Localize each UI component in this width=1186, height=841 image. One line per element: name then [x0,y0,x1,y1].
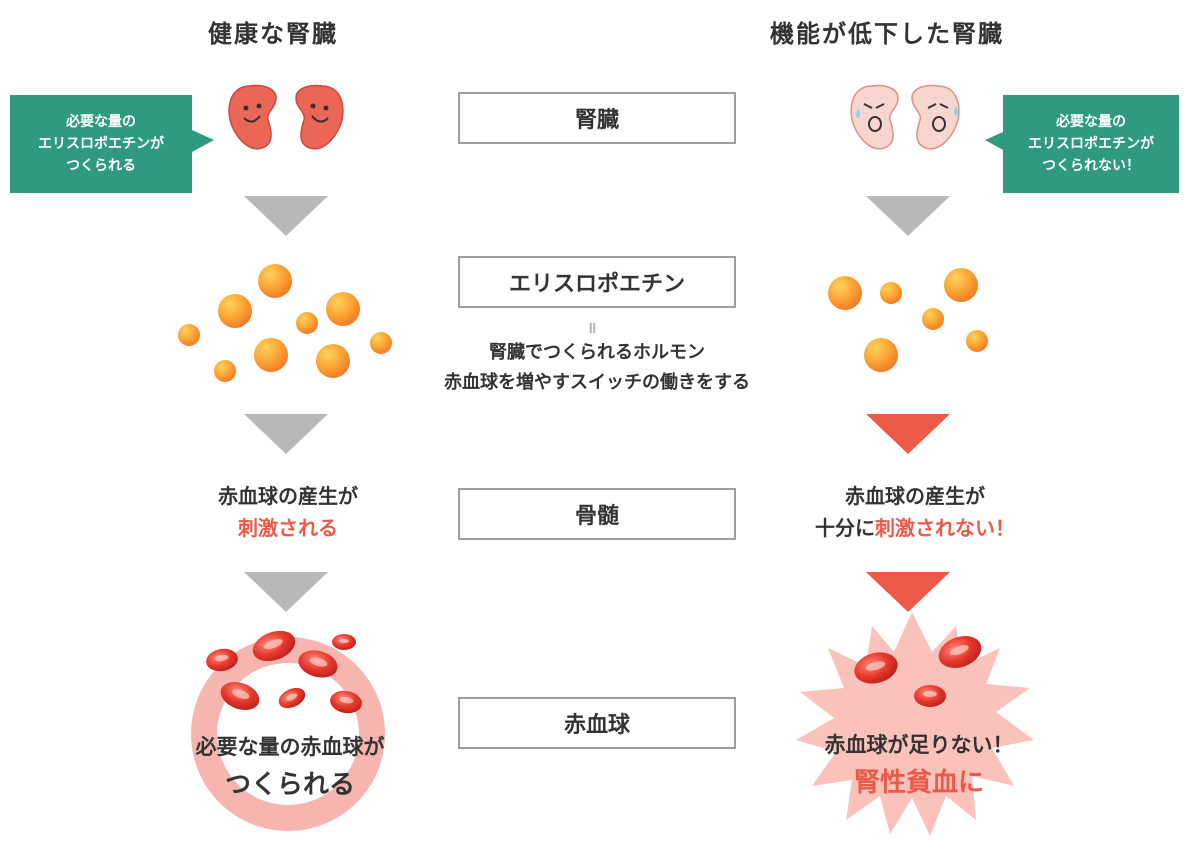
right-callout-pointer [985,132,1003,150]
epo-ball-icon [326,292,360,326]
right-callout-line1: 必要な量の [1056,114,1126,130]
epo-ball-icon [254,338,288,372]
epo-ball-icon [944,268,978,302]
right-result-line1: 赤血球が足りない！ [824,733,1014,757]
right-callout: 必要な量の エリスロポエチンが つくられない！ [1003,95,1179,193]
epo-ball-icon [370,332,392,354]
anemia-rbc-group-icon [854,636,982,707]
left-marrow-line2: 刺激される [238,516,338,540]
epo-ball-icon [178,324,200,346]
right-marrow-line2-red: 刺激されない！ [875,516,1015,540]
left-result-text: 必要な量の赤血球が つくられる [168,728,412,804]
right-arrow-3-icon [866,572,950,612]
left-callout-pointer [192,130,214,152]
kidney-label: 腎臓 [574,108,619,133]
right-marrow-text: 赤血球の産生が 十分に刺激されない！ [780,480,1050,544]
left-result-line2: つくられる [224,770,355,800]
right-result-line2: 腎性貧血に [853,768,984,798]
right-marrow-line2-black: 十分に [815,516,875,540]
left-arrow-3-icon [244,572,328,612]
left-callout-line3: つくられる [66,158,136,174]
epo-ball-icon [880,282,902,304]
left-callout-line1: 必要な量の [66,114,136,130]
epo-ball-icon [864,338,898,372]
epo-ball-icon [828,276,862,310]
epo-label: エリスロポエチン [508,272,685,297]
epo-description-line2: 赤血球を増やすスイッチの働きをする [444,372,750,393]
left-marrow-text: 赤血球の産生が 刺激される [180,480,396,544]
right-marrow-line1: 赤血球の産生が [845,484,985,508]
epo-ball-icon [966,330,988,352]
left-arrow-2-icon [244,414,328,454]
healthy-rbc-group-icon [206,630,362,714]
left-arrow-1-icon [244,196,328,236]
kidney-label-box: 腎臓 [458,92,736,144]
rbc-label: 赤血球 [563,713,630,738]
left-result-line1: 必要な量の赤血球が [195,735,385,759]
left-callout: 必要な量の エリスロポエチンが つくられる [10,95,192,193]
epo-ball-icon [316,344,350,378]
healthy-kidney-left-icon [228,84,277,150]
weak-kidney-right-icon [911,84,960,150]
healthy-kidney-heading: 健康な腎臓 [208,20,338,48]
left-callout-line2: エリスロポエチンが [38,136,164,152]
weak-kidney-left-icon [850,84,899,150]
right-callout-line2: エリスロポエチンが [1028,136,1154,152]
epo-ball-icon [258,264,292,298]
epo-description: 腎臓でつくられるホルモン 赤血球を増やすスイッチの働きをする [420,338,774,398]
right-arrow-1-icon [866,196,950,236]
epo-description-line1: 腎臓でつくられるホルモン [489,342,705,363]
right-callout-line3: つくられない！ [1042,158,1140,174]
marrow-label: 骨髄 [574,504,619,529]
right-result-text: 赤血球が足りない！ 腎性貧血に [806,726,1032,802]
epo-ball-icon [922,308,944,330]
right-arrow-2-icon [866,414,950,454]
equals-icon: ॥ [587,318,597,337]
epo-ball-icon [296,312,318,334]
epo-ball-icon [214,360,236,382]
healthy-kidney-right-icon [295,84,344,150]
rbc-label-box: 赤血球 [458,697,736,749]
impaired-kidney-heading: 機能が低下した腎臓 [770,20,1004,48]
epo-label-box: エリスロポエチン [458,256,736,308]
epo-ball-icon [218,294,252,328]
left-marrow-line1: 赤血球の産生が [218,484,358,508]
anemia-burst-icon [796,612,1034,836]
marrow-label-box: 骨髄 [458,488,736,540]
right-marrow-line2: 十分に刺激されない！ [780,512,1050,544]
